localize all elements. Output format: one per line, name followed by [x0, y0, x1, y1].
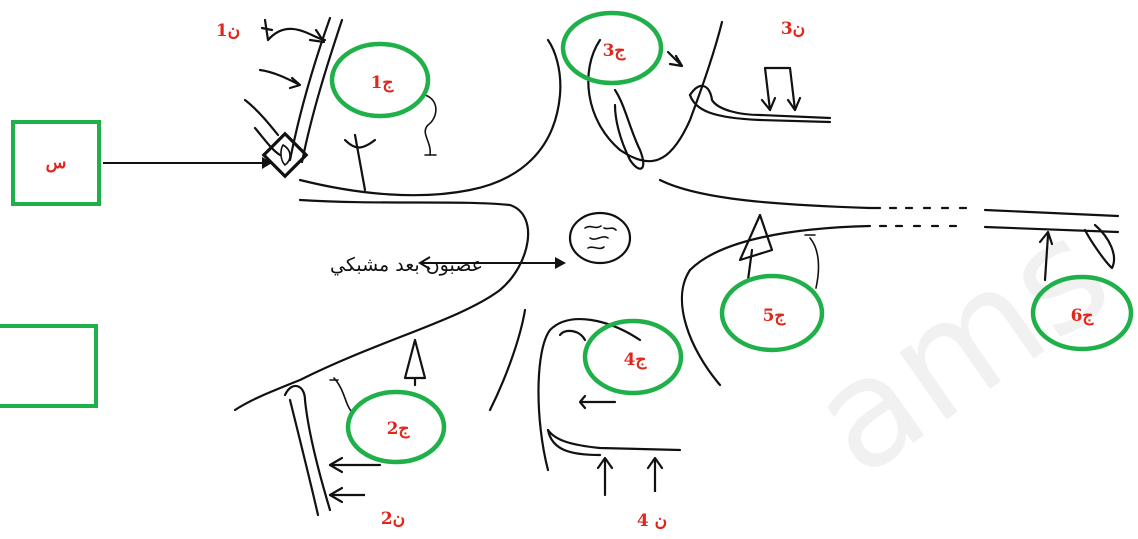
- synapse-j3[interactable]: ج3: [560, 10, 664, 86]
- answer-box[interactable]: [0, 324, 98, 408]
- label-j5: ج5: [763, 306, 787, 326]
- presynaptic-terminals-right: [738, 213, 1116, 289]
- presynaptic-neuron-n3: [613, 50, 832, 170]
- presynaptic-neuron-n2: [283, 338, 427, 517]
- postsynaptic-neuron-caption: عصبون بعد مشبكي: [330, 254, 483, 276]
- synapse-j6[interactable]: ج6: [1030, 274, 1134, 352]
- presynaptic-neuron-n1: [243, 16, 437, 192]
- x-label-box: [11, 120, 101, 206]
- label-n3: ن3: [781, 19, 805, 39]
- label-j3: ج3: [603, 41, 627, 61]
- synapse-j2[interactable]: ج2: [345, 389, 447, 465]
- x-label-text: س: [46, 153, 67, 173]
- label-j1: ج1: [371, 73, 395, 93]
- label-n1: ن1: [216, 21, 240, 41]
- synapse-j4[interactable]: ج4: [582, 318, 684, 396]
- n1-label-bg: [188, 10, 246, 54]
- label-j4: ج4: [624, 350, 648, 370]
- n4-label-bg: [620, 492, 690, 532]
- presynaptic-neuron-n4: [546, 329, 682, 497]
- label-j6: ج6: [1071, 306, 1095, 326]
- synapse-x-marker-icon: [261, 131, 309, 179]
- caption-arrow: [418, 256, 566, 270]
- n2-label-bg: [365, 480, 435, 524]
- nucleus-icon: [568, 211, 632, 265]
- label-n4: ن 4: [637, 511, 667, 531]
- x-pointer-arrow: [103, 157, 272, 169]
- n3-label-bg: [752, 10, 824, 46]
- label-j2: ج2: [387, 419, 411, 439]
- synapse-j5[interactable]: ج5: [719, 273, 825, 353]
- synapse-j1[interactable]: ج1: [329, 41, 431, 119]
- label-n2: ن2: [381, 509, 405, 529]
